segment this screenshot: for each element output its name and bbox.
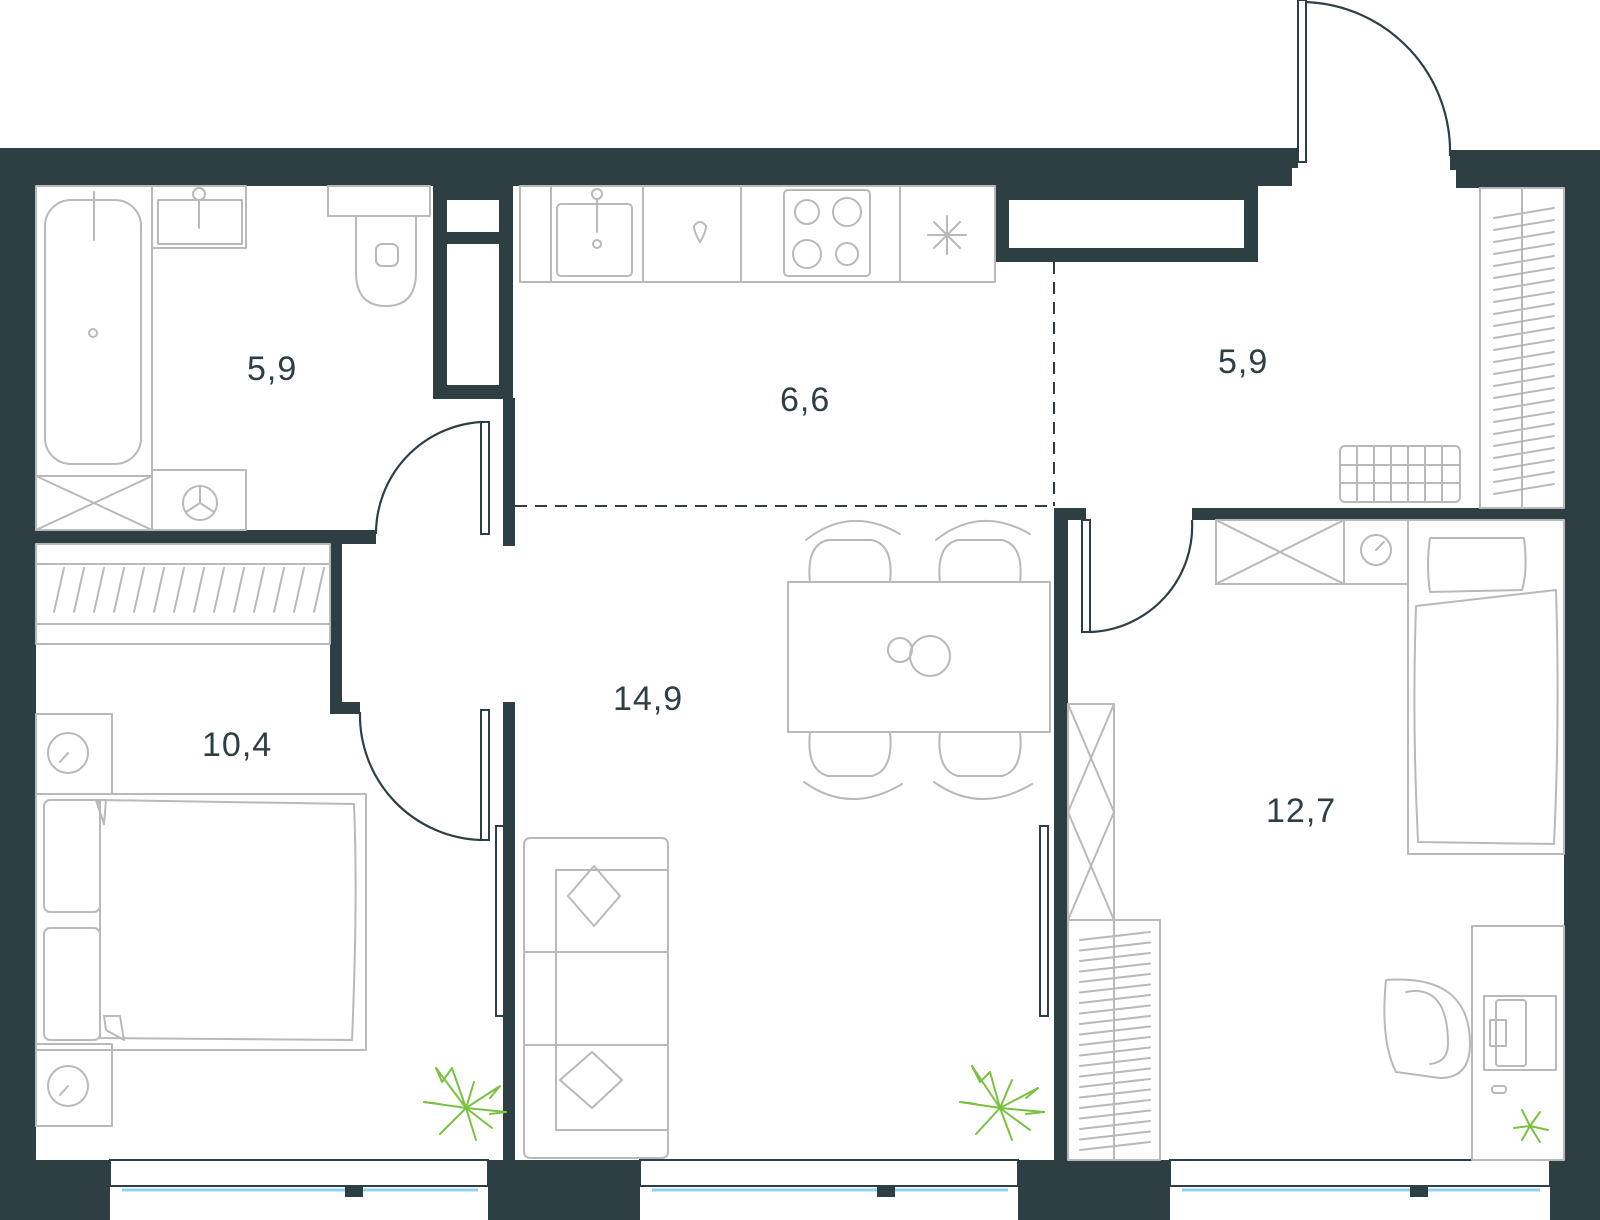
hanger-line [1493,387,1555,399]
dining-table [787,581,1051,733]
hanger-line [1079,973,1151,983]
hanger-line [1493,327,1555,339]
hanger-line [1493,351,1555,363]
windows [109,1159,1551,1192]
double-bed [35,793,367,1051]
hanger-line [1079,994,1151,1004]
doors [358,0,1452,1017]
hanger-line [1079,1015,1151,1025]
hanger-line [1079,1025,1151,1036]
hanger-line [113,567,125,613]
hanger-line [1079,952,1151,962]
room-area-bedroom-right: 12,7 [1266,792,1336,830]
hanger-line [1493,423,1555,435]
room-area-hallway: 5,9 [1218,343,1268,381]
hanger-line [1493,207,1555,219]
kitchen-counter [519,185,996,283]
hanger-line [1493,435,1555,447]
bathtub [35,185,153,477]
hanger-line [1493,411,1555,423]
wardrobe-right-top [1215,519,1409,585]
single-bed [1407,519,1565,855]
hanger-line [1493,339,1555,351]
hall-wardrobe [1479,187,1565,509]
hanger-line [1493,267,1555,279]
hanger-line [153,567,165,613]
hanger-line [1079,1067,1151,1078]
hanger-line [1493,375,1555,387]
hanger-line [1079,1057,1151,1067]
hanger-line [313,567,325,613]
toilet [327,185,431,307]
walls [0,148,1600,1220]
hanger-line [173,567,185,613]
hanger-line [273,567,285,613]
hanger-line [1493,399,1555,411]
hanger-line [193,567,205,613]
wardrobe-left [35,543,331,645]
hanger-line [1493,243,1555,255]
hanger-line [1079,1120,1151,1130]
hanger-line [1079,1099,1151,1109]
room-labels: 5,9 6,6 5,9 14,9 10,4 12,7 [202,343,1336,830]
room-area-living-room: 14,9 [613,680,683,718]
hanger-line [1079,1141,1151,1151]
hanger-line [1079,1036,1151,1046]
hanger-line [73,567,85,613]
hanger-line [1079,1088,1151,1099]
plant-icon [1513,1109,1549,1143]
hanger-line [1493,219,1555,231]
plant-icon [423,1067,507,1141]
hanger-line [1079,983,1151,994]
hanger-line [1079,1004,1151,1015]
hanger-line [1493,231,1555,243]
hanger-line [1493,447,1555,459]
hanger-line [1493,315,1555,327]
nightstand-top [35,713,113,795]
hanger-line [1079,962,1151,973]
hanger-line [1493,279,1555,291]
sofa [523,837,669,1159]
hanger-line [293,567,305,613]
hanger-line [1493,363,1555,375]
room-area-bedroom-left: 10,4 [202,726,272,764]
hanger-line [233,567,245,613]
hanger-line [1493,303,1555,315]
hanger-line [1493,291,1555,303]
hanger-line [1079,1130,1151,1141]
dining-chairs [803,519,1033,800]
hanger-line [133,567,145,613]
wardrobe-right-side [1067,703,1161,1161]
hanger-line [1493,483,1555,495]
laundry-area [35,469,247,531]
hanger-line [1079,1078,1151,1088]
washbasin [151,185,247,249]
hanger-line [1493,459,1555,471]
desk [1383,925,1565,1161]
hanger-line [93,567,105,613]
hanger-line [213,567,225,613]
hanger-line [1079,1046,1151,1057]
room-area-kitchen: 6,6 [780,381,830,419]
radiator [1339,445,1461,503]
hanger-line [1079,931,1151,941]
hanger-line [1493,255,1555,267]
hanger-line [253,567,265,613]
hanger-line [53,567,65,613]
hanger-line [1079,1109,1151,1120]
hanger-line [1079,941,1151,952]
nightstand-bottom [35,1043,113,1127]
plant-icon [959,1065,1045,1141]
room-area-bathroom: 5,9 [247,350,297,388]
hanger-line [1493,471,1555,483]
